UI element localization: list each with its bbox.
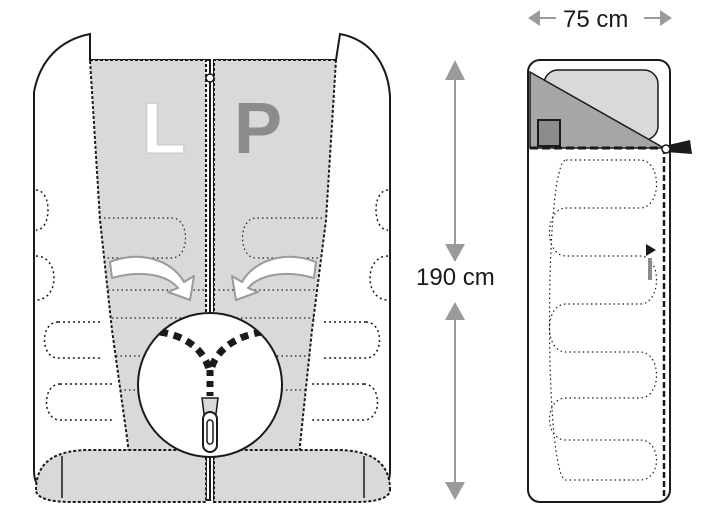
- right-bag-letter: P: [234, 89, 282, 169]
- right-bag-foot-box: [213, 449, 392, 503]
- left-bag-foot-box: [34, 449, 207, 503]
- double-arrow-icon: [445, 60, 465, 80]
- width-dimension: 75 cm: [528, 6, 672, 33]
- zipper-top-ring: [205, 73, 215, 83]
- zipper-teeth-left: [159, 328, 214, 375]
- single-bag-zipper-pull: [664, 140, 692, 154]
- height-dimension-label: 190 cm: [416, 264, 495, 291]
- zipper-teeth-right: [206, 328, 263, 375]
- zipper-pull-icon: [201, 397, 219, 453]
- left-bag-letter: L: [142, 89, 186, 169]
- curved-arrow-icon: [109, 255, 317, 301]
- single-bag-view: [527, 59, 692, 503]
- width-dimension-label: 75 cm: [563, 6, 628, 33]
- single-bag-pocket: [537, 119, 561, 147]
- zipper-detail-inset: [137, 312, 283, 458]
- single-bag-outline: [527, 59, 671, 503]
- left-quilting-lines: [35, 189, 112, 421]
- brand-logo-icon: [646, 244, 656, 280]
- height-dimension: 190 cm: [416, 60, 495, 500]
- right-quilting-lines: [310, 189, 389, 421]
